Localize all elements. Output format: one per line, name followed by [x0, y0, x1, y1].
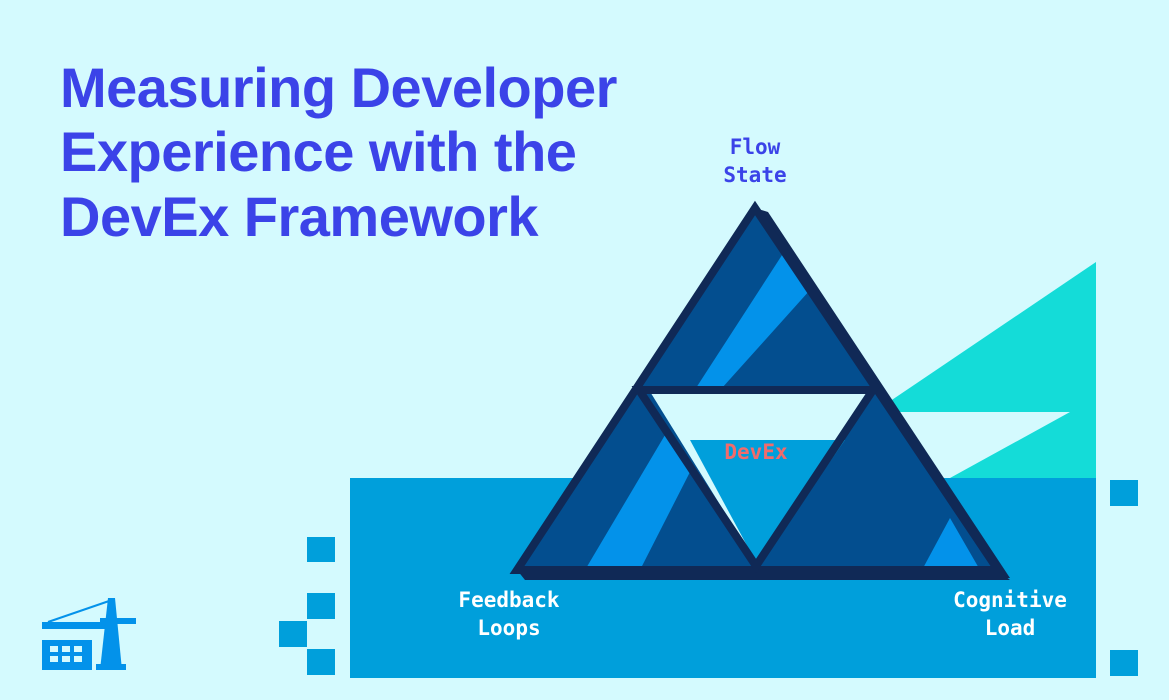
- label-flow-state: Flow State: [690, 133, 820, 189]
- label-cognitive-load-line-1: Cognitive: [953, 588, 1067, 612]
- center-triangle-lower: [690, 440, 845, 566]
- label-devex: DevEx: [724, 440, 788, 464]
- page-title: Measuring Developer Experience with the …: [60, 56, 617, 249]
- title-line-3: DevEx Framework: [60, 184, 539, 248]
- construction-crane-icon: [42, 598, 136, 670]
- label-cognitive-load: Cognitive Load: [940, 586, 1080, 642]
- title-line-2: Experience with the: [60, 120, 577, 184]
- label-feedback-loops: Feedback Loops: [434, 586, 584, 642]
- label-feedback-loops-line-2: Loops: [477, 616, 541, 640]
- title-line-1: Measuring Developer: [60, 56, 617, 119]
- triangle-stripes: [585, 252, 980, 570]
- decorative-squares: [279, 480, 1138, 676]
- triangle-outlines: [509, 200, 1006, 574]
- label-cognitive-load-line-2: Load: [984, 616, 1036, 640]
- label-feedback-loops-line-1: Feedback: [458, 588, 560, 612]
- label-flow-state-line-2: State: [723, 163, 787, 187]
- label-flow-state-line-1: Flow: [729, 135, 781, 159]
